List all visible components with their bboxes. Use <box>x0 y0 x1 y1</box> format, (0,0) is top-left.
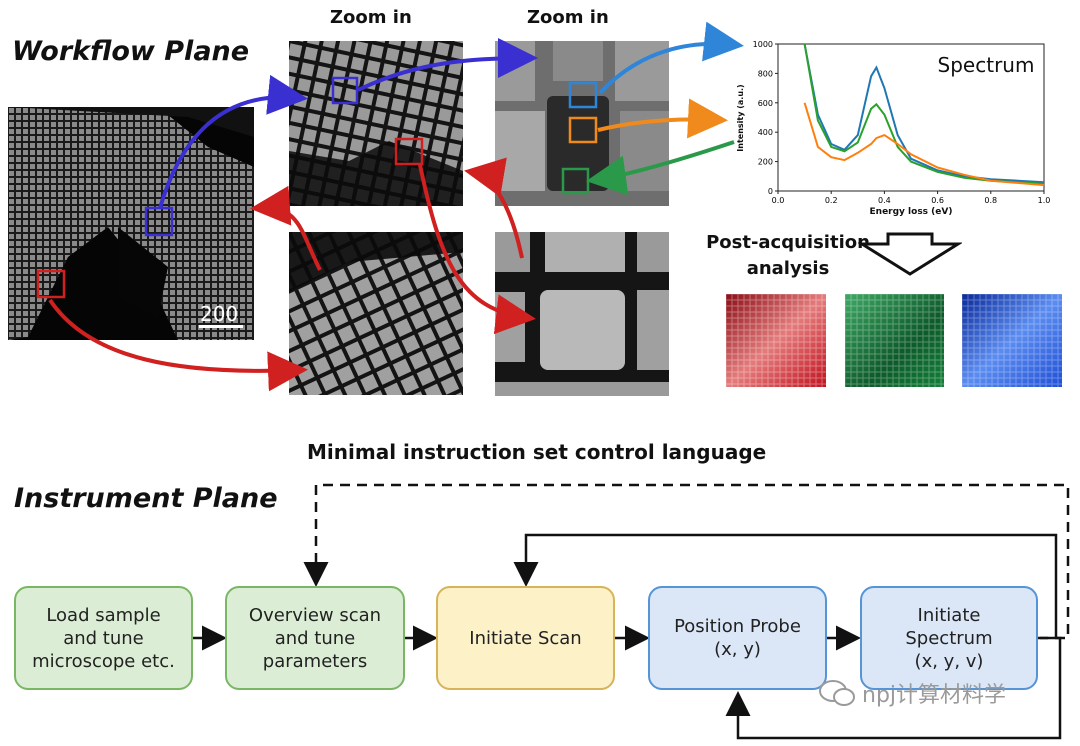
zoom-in-label-2: Zoom in <box>527 7 609 28</box>
workflow-arrows <box>48 21 744 392</box>
spectrum-ylabel: Intensity (a.u.) <box>736 84 745 151</box>
y-tick-label: 800 <box>758 69 773 78</box>
step-initiate-spectrum: Initiate Spectrum (x, y, v) <box>860 586 1038 690</box>
zoom-micrograph-top <box>289 41 463 206</box>
x-tick-label: 1.0 <box>1038 196 1051 205</box>
control-language-label: Minimal instruction set control language <box>307 440 767 464</box>
spectrum-plot-area <box>777 43 1045 192</box>
watermark: npj计算材料学 <box>818 677 1006 709</box>
scale-bar <box>199 325 243 328</box>
y-tick-label: 200 <box>758 158 773 167</box>
step-overview-scan: Overview scan and tune parameters <box>225 586 405 690</box>
spectrum-series-line-1 <box>803 43 1045 184</box>
spectrum-title: Spectrum <box>938 53 1035 77</box>
post-acquisition-label: Post-acquisition analysis <box>706 232 870 279</box>
y-tick-label: 0 <box>768 187 773 196</box>
workflow-plane-title: Workflow Plane <box>12 36 250 67</box>
overview-red-marker <box>36 269 66 299</box>
x-tick-label: 0.8 <box>984 196 997 205</box>
map-green <box>845 294 944 387</box>
zoom-in-label-1: Zoom in <box>330 7 412 28</box>
step-initiate-scan: Initiate Scan <box>436 586 615 690</box>
y-tick-label: 1000 <box>753 40 773 49</box>
x-tick-label: 0.0 <box>772 196 785 205</box>
spectrum-xlabel: Energy loss (eV) <box>870 207 953 217</box>
x-tick-label: 0.2 <box>825 196 838 205</box>
watermark-text: npj计算材料学 <box>862 683 1007 708</box>
instrument-plane-title: Instrument Plane <box>14 483 278 514</box>
spectrum-series-line-2 <box>803 43 1045 185</box>
wechat-icon <box>819 680 855 706</box>
y-tick-label: 600 <box>758 99 773 108</box>
map-blue <box>962 294 1062 387</box>
step-load-sample: Load sample and tune microscope etc. <box>14 586 193 690</box>
hollow-down-arrow <box>858 232 962 276</box>
spectrum-series-line-3 <box>803 102 1045 187</box>
zoom-micrograph-bottom <box>289 232 463 395</box>
map-red <box>726 294 826 387</box>
step-position-probe: Position Probe (x, y) <box>648 586 827 690</box>
x-tick-label: 0.4 <box>878 196 891 205</box>
instrument-flow-lines <box>193 483 1070 740</box>
overview-blue-marker <box>144 206 174 237</box>
x-tick-label: 0.6 <box>931 196 944 205</box>
scale-bar-label: 200 <box>200 302 239 326</box>
y-tick-label: 400 <box>758 128 773 137</box>
spectrum-chart: Spectrum Energy loss (eV) Intensity (a.u… <box>736 40 1051 217</box>
